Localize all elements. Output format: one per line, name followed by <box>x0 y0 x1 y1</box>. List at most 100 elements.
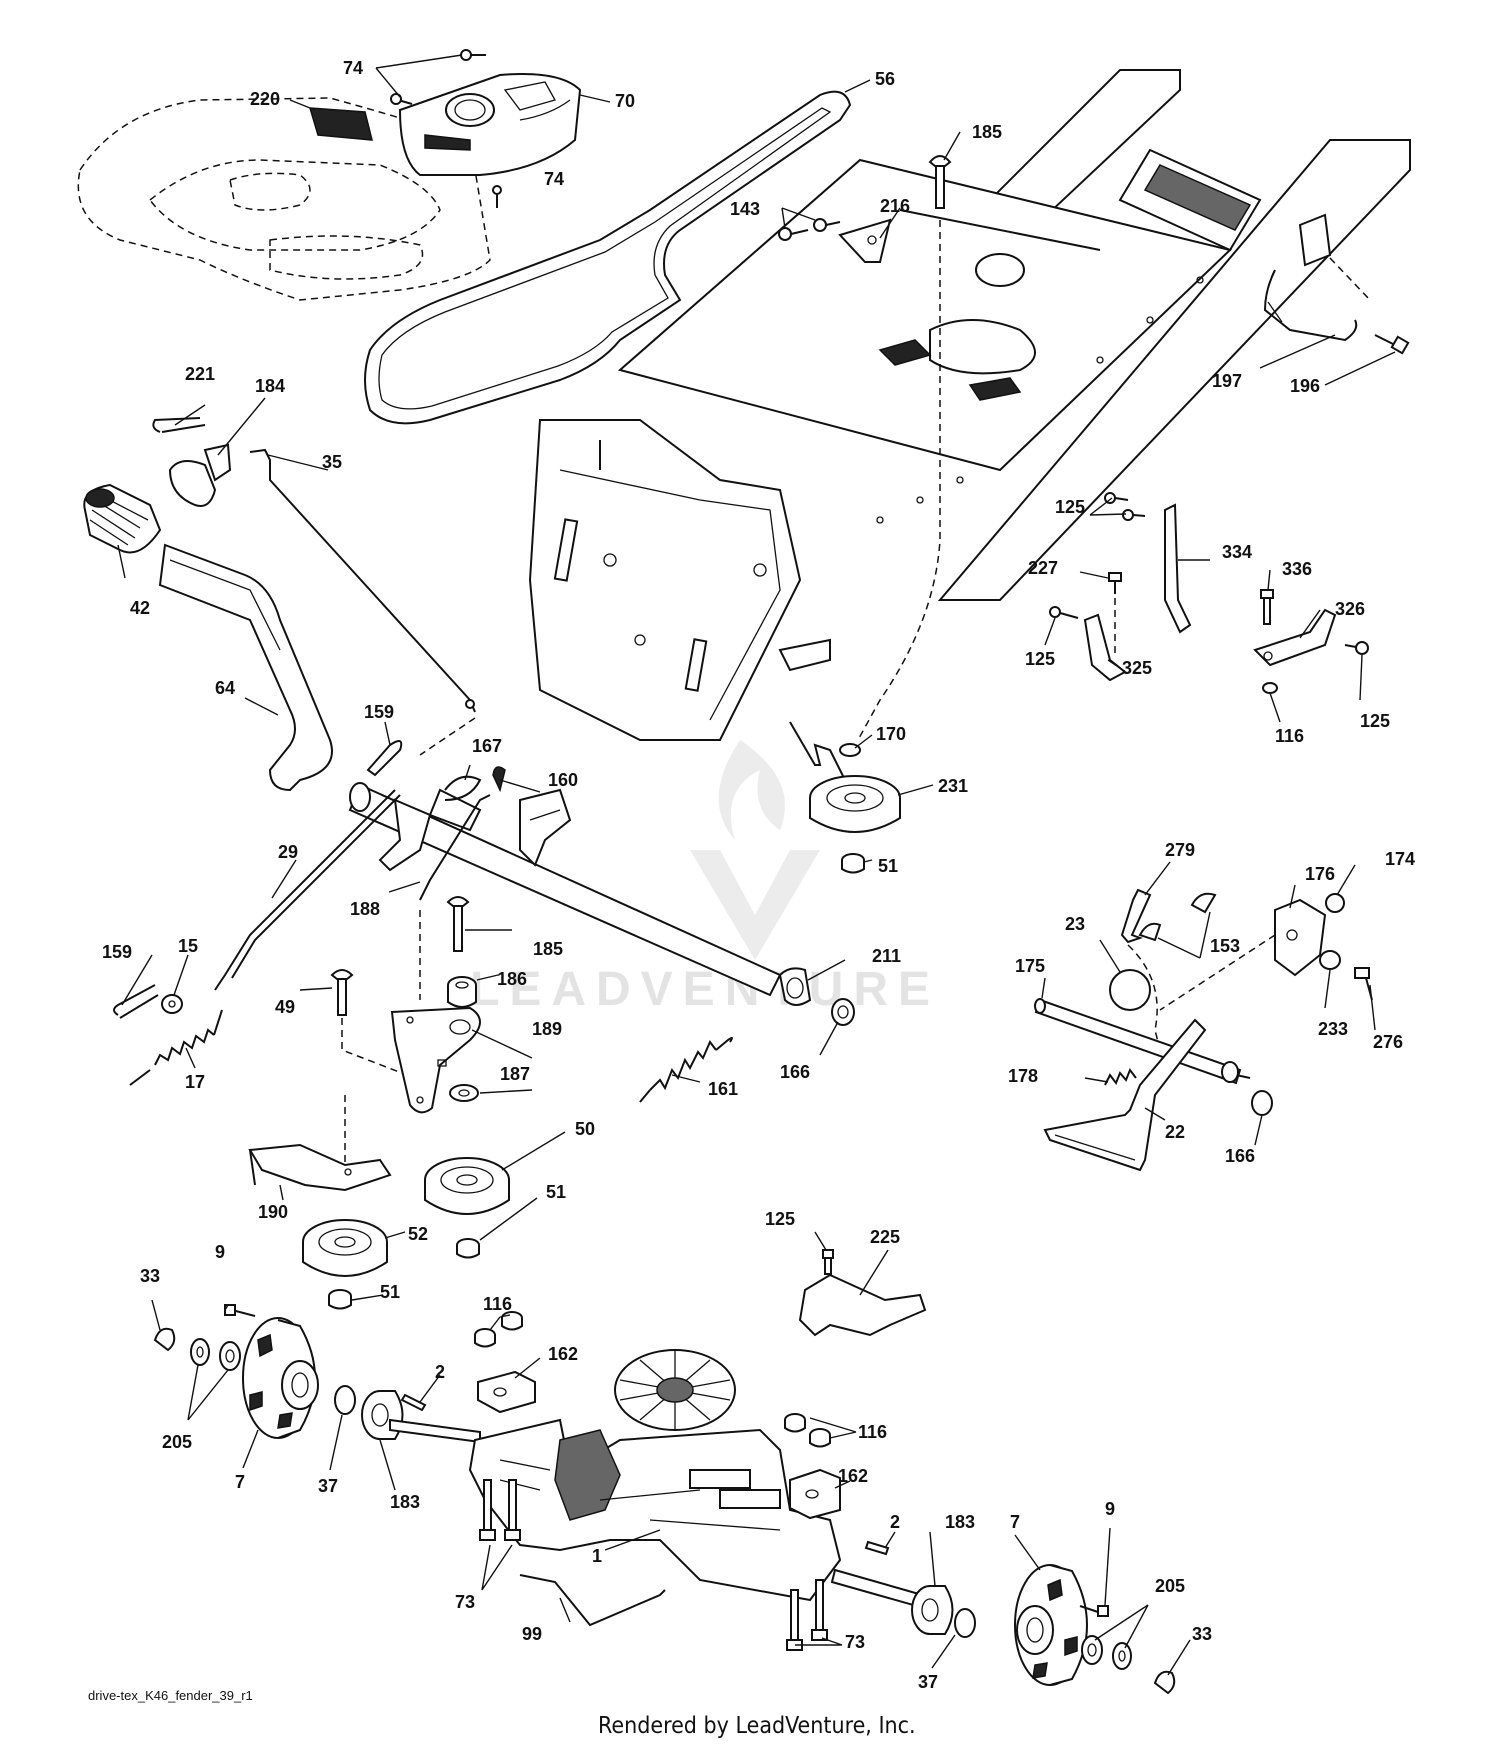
part-9-screw-left <box>224 1304 256 1317</box>
diagram-caption: drive-tex_K46_fender_39_r1 <box>88 1688 253 1703</box>
label-167: 167 <box>472 736 502 756</box>
part-276-bolt <box>1354 967 1373 1001</box>
guide-185-231 <box>857 220 941 741</box>
part-334-bracket <box>1164 503 1192 634</box>
part-51-nut-b <box>328 1289 352 1310</box>
part-160-clip <box>492 766 506 793</box>
part-325-bracket <box>1083 613 1127 682</box>
part-161-spring <box>639 1036 734 1103</box>
part-205-washers-right <box>1081 1635 1132 1670</box>
label-189: 189 <box>532 1019 562 1039</box>
part-70-console <box>398 73 582 176</box>
label-116-b: 116 <box>483 1294 512 1314</box>
label-74-a: 74 <box>343 58 363 78</box>
label-22: 22 <box>1165 1122 1185 1142</box>
part-2-key-right <box>864 1540 890 1556</box>
label-183-b: 183 <box>945 1512 975 1532</box>
label-197: 197 <box>1212 371 1242 391</box>
label-233: 233 <box>1318 1019 1348 1039</box>
footer-text: Rendered by LeadVenture, Inc. <box>598 1713 916 1739</box>
guide-35 <box>419 717 476 756</box>
part-50-pulley <box>424 1157 510 1215</box>
label-162-b: 162 <box>838 1466 868 1486</box>
label-159-a: 159 <box>364 702 394 722</box>
label-51-c: 51 <box>878 856 898 876</box>
part-159-clip-left <box>113 984 159 1019</box>
label-205-b: 205 <box>1155 1576 1185 1596</box>
label-184: 184 <box>255 376 285 396</box>
label-2-a: 2 <box>435 1362 445 1382</box>
label-175: 175 <box>1015 956 1045 976</box>
label-42: 42 <box>130 598 150 618</box>
label-49: 49 <box>275 997 295 1017</box>
label-186: 186 <box>497 969 527 989</box>
part-143-screws <box>778 218 841 241</box>
label-125-c: 125 <box>1360 711 1390 731</box>
part-49-bolt <box>330 969 354 1016</box>
watermark-text: LEADVENTURE <box>470 963 940 1016</box>
part-74-screws <box>390 49 502 208</box>
label-161: 161 <box>708 1079 738 1099</box>
label-29: 29 <box>278 842 298 862</box>
label-64: 64 <box>215 678 235 698</box>
part-205-washers-left <box>190 1338 241 1371</box>
label-196: 196 <box>1290 376 1320 396</box>
part-99-rod <box>519 1574 666 1627</box>
part-170-rod <box>789 721 846 781</box>
label-2-b: 2 <box>890 1512 900 1532</box>
part-56-belt-inner <box>378 107 832 410</box>
part-125-screws-a <box>1104 492 1146 521</box>
part-233-washer <box>1319 950 1341 970</box>
part-51-nut-c <box>841 853 865 874</box>
label-70: 70 <box>615 91 635 111</box>
part-174-washer <box>1325 893 1345 913</box>
label-7-a: 7 <box>235 1472 245 1492</box>
label-187: 187 <box>500 1064 530 1084</box>
part-190-guard <box>248 1143 392 1192</box>
label-211: 211 <box>872 946 901 966</box>
guide-197 <box>1329 257 1371 301</box>
part-125-screw-d <box>822 1249 834 1275</box>
label-74-b: 74 <box>544 169 564 189</box>
guide-49 <box>341 1018 421 1081</box>
part-64-lever <box>158 543 333 792</box>
part-116-nuts-right-axle <box>784 1413 831 1448</box>
label-183-a: 183 <box>390 1492 420 1512</box>
label-325: 325 <box>1122 658 1152 678</box>
part-15-washer <box>161 994 183 1014</box>
part-197-rod <box>1263 269 1358 342</box>
label-7-b: 7 <box>1010 1512 1020 1532</box>
part-189-plate <box>390 1006 481 1114</box>
label-37-a: 37 <box>318 1476 338 1496</box>
label-170: 170 <box>876 724 906 744</box>
label-205-a: 205 <box>162 1432 192 1452</box>
part-196-screw <box>1374 334 1410 355</box>
label-188: 188 <box>350 899 380 919</box>
part-326-hole <box>1263 651 1273 661</box>
part-220-pad <box>308 107 373 141</box>
label-35: 35 <box>322 452 342 472</box>
label-176: 176 <box>1305 864 1335 884</box>
part-23-ring <box>1109 969 1151 1011</box>
part-17-spring <box>129 1009 223 1086</box>
label-185-a: 185 <box>972 122 1002 142</box>
part-35-end <box>465 699 475 709</box>
label-15: 15 <box>178 936 198 956</box>
part-326-bracket <box>1253 608 1337 667</box>
label-162-a: 162 <box>548 1344 578 1364</box>
part-186-bushing <box>447 976 477 1008</box>
label-73-b: 73 <box>845 1632 865 1652</box>
label-227: 227 <box>1028 558 1058 578</box>
left-axle <box>389 1418 481 1444</box>
part-216-bracket <box>838 218 892 263</box>
part-116-nut-right <box>1262 682 1278 694</box>
label-185-b: 185 <box>533 939 563 959</box>
part-176-bracket <box>1274 898 1327 977</box>
part-170-washer <box>839 743 861 757</box>
label-166-b: 166 <box>1225 1146 1255 1166</box>
part-51-nut-a <box>456 1238 480 1259</box>
part-7-hub-right <box>1014 1564 1088 1686</box>
part-231-pulley <box>809 775 901 833</box>
label-125-b: 125 <box>1025 649 1055 669</box>
